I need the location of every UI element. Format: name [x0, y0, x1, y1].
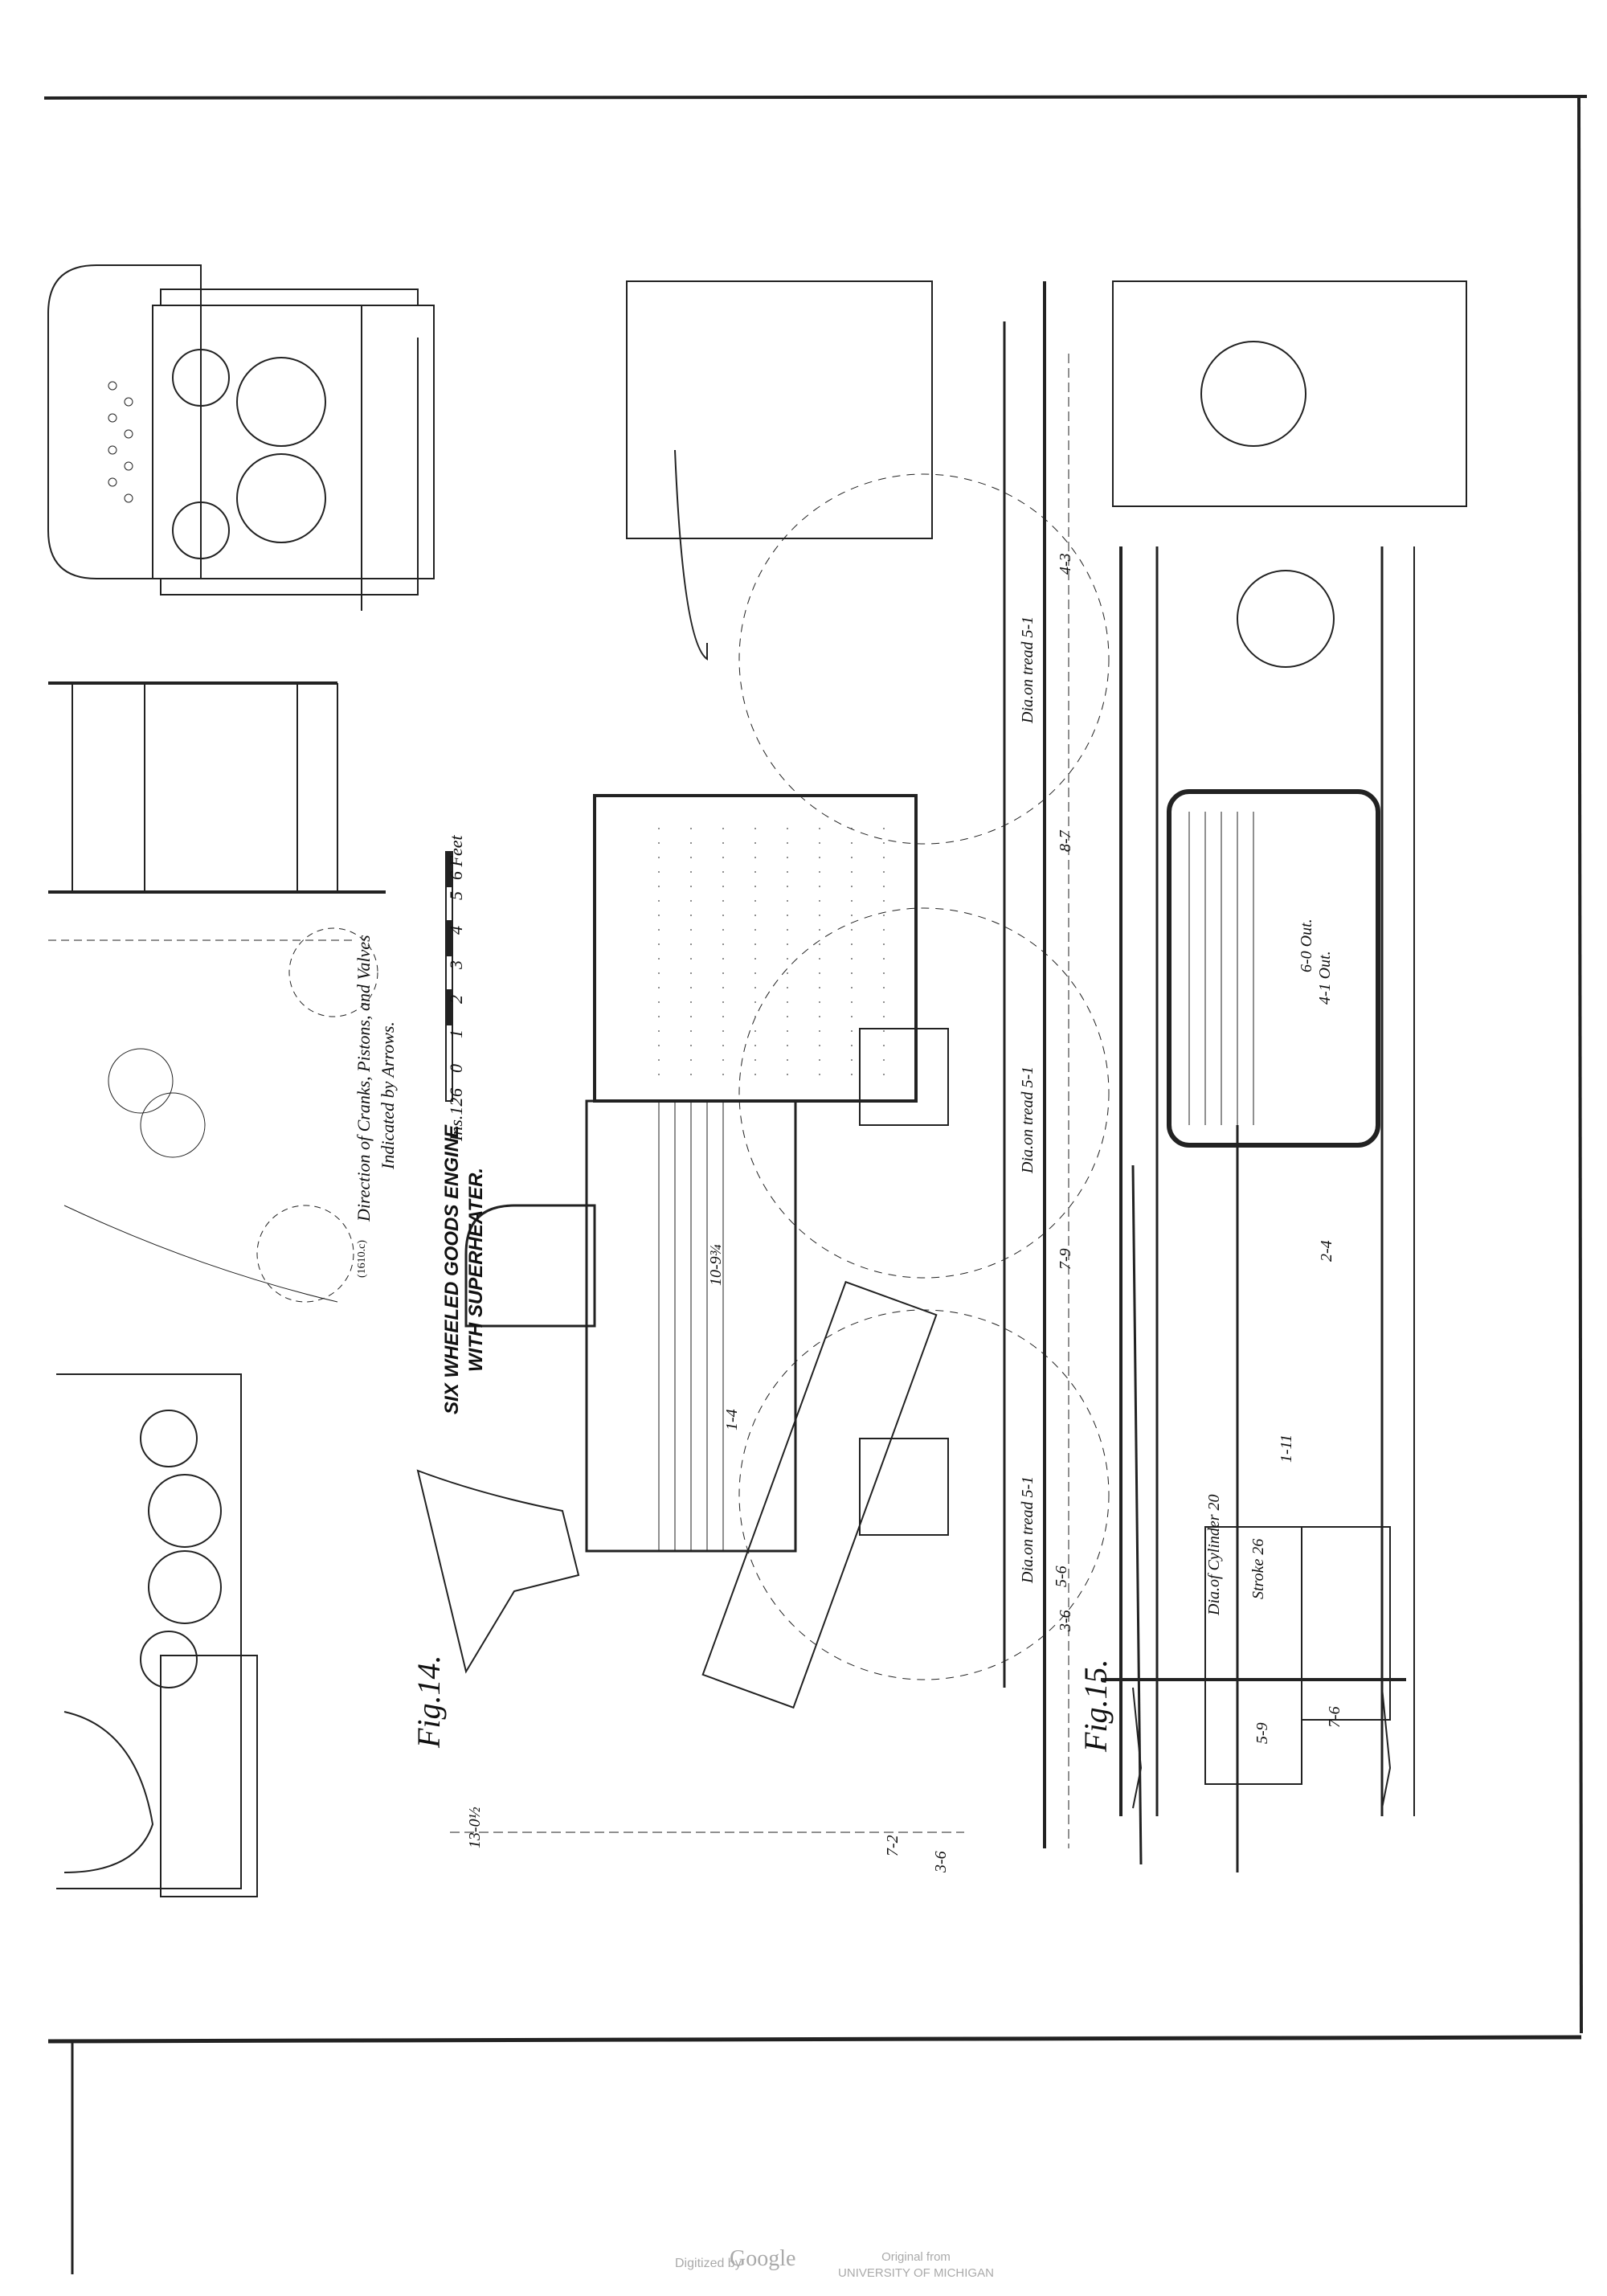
dimension-label: 1-4	[723, 1409, 741, 1430]
title-line-2: WITH SUPERHEATER.	[465, 1167, 487, 1373]
scale-tick: 0	[446, 1064, 466, 1073]
scale-tick: 4	[446, 926, 466, 935]
title-line-1: SIX WHEELED GOODS ENGINE	[441, 1124, 463, 1414]
scale-tick: 5	[446, 891, 466, 900]
dimension-label: 8-7	[1057, 830, 1074, 852]
plate-border-right	[1577, 96, 1583, 2034]
firebox-plan	[1167, 789, 1380, 1148]
stroke-label: Stroke 26	[1249, 1538, 1267, 1599]
wheel-diameter-label: Dia.on tread 5-1	[1019, 1475, 1037, 1583]
chimney	[416, 1469, 580, 1674]
end-view-bottom	[56, 1373, 258, 1897]
dimension-label: 7-9	[1057, 1248, 1074, 1270]
dimension-label: 5-6	[1053, 1565, 1070, 1587]
scale-tick: 2	[446, 995, 466, 1004]
drawing-title: SIX WHEELED GOODS ENGINE WITH SUPERHEATE…	[440, 1125, 489, 1414]
scale-tick: 1	[446, 1029, 466, 1038]
google-logo: Google	[730, 2246, 796, 2271]
plan-view-motion	[48, 681, 386, 1303]
direction-note-line-1: Direction of Cranks, Pistons, and Valves	[354, 935, 374, 1222]
plate-border-top	[43, 95, 1588, 100]
dimension-label: 1-11	[1278, 1434, 1295, 1463]
dimension-label: 7-6	[1326, 1706, 1343, 1728]
cylinder-diameter-label: Dia.of Cylinder 20	[1205, 1494, 1223, 1615]
dimension-label: 13-0½	[466, 1807, 484, 1848]
end-view-top	[47, 264, 435, 611]
dimension-label: 4-3	[1057, 553, 1074, 575]
wheel-diameter-label: Dia.on tread 5-1	[1019, 616, 1037, 723]
plate-border-bottom	[47, 2035, 1582, 2044]
dimension-label: 2-4	[1318, 1240, 1335, 1262]
dimension-label: 7-2	[884, 1835, 902, 1856]
scale-tick: 6	[446, 1088, 466, 1097]
wheel-middle	[738, 907, 1110, 1279]
original-from-text: Original from	[881, 2250, 951, 2264]
dimension-label: 3-6	[932, 1851, 950, 1872]
dimension-label: 3-6	[1057, 1610, 1074, 1631]
fig14-elevation	[416, 280, 1110, 1848]
dimension-label: 10-9¾	[707, 1244, 725, 1286]
scale-left-label: Ins.12	[446, 1097, 466, 1141]
dimension-label: 5-9	[1253, 1722, 1271, 1744]
wheel-front	[738, 473, 1110, 845]
scale-tick: 3	[446, 960, 466, 969]
wheel-diameter-label: Dia.on tread 5-1	[1019, 1066, 1037, 1173]
fig15-label: Fig.15.	[1077, 1659, 1114, 1752]
firebox-width-label: 6-0 Out.	[1298, 919, 1315, 972]
university-text: UNIVERSITY OF MICHIGAN	[838, 2266, 994, 2280]
plate-reference: (1610.c)	[356, 1239, 368, 1278]
fig15-plan	[1101, 280, 1467, 1872]
fig14-label: Fig.14.	[411, 1655, 447, 1748]
scale-tick: 6 Feet	[446, 835, 466, 880]
firebox-inner-label: 4-1 Out.	[1316, 951, 1334, 1005]
firebox	[593, 794, 918, 1103]
digitized-by-text: Digitized by	[675, 2257, 742, 2270]
scale-bar	[445, 851, 453, 1102]
direction-note-line-2: Indicated by Arrows.	[378, 1021, 398, 1169]
